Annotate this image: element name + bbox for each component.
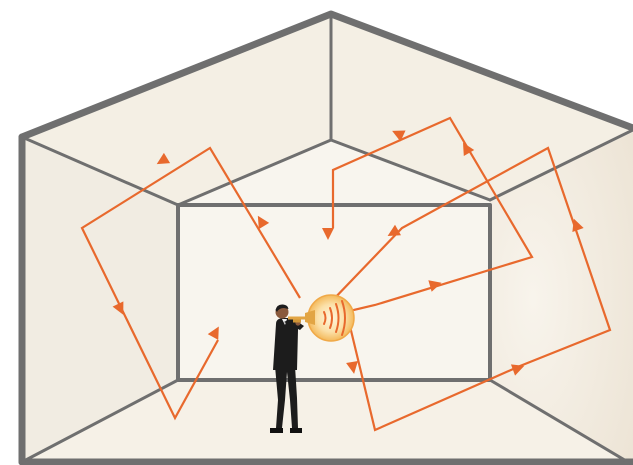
- room-walls: [22, 14, 633, 465]
